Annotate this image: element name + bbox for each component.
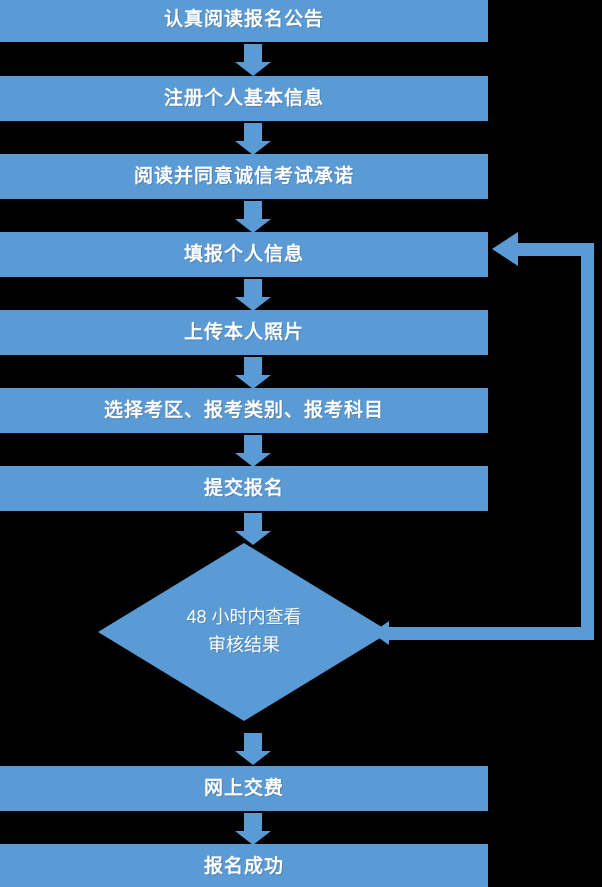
arrow-shaft	[244, 435, 262, 453]
arrow-head	[235, 141, 271, 155]
arrow-head	[235, 219, 271, 233]
flow-node-registration-success[interactable]: 报名成功	[0, 844, 488, 887]
feedback-loop-arrow-head-icon	[492, 232, 518, 266]
arrow-head	[235, 831, 271, 845]
arrow-shaft	[244, 123, 262, 141]
flow-node-read-announcement[interactable]: 认真阅读报名公告	[0, 0, 488, 42]
flow-node-label: 上传本人照片	[183, 321, 304, 343]
connector-arrow-down-2	[235, 123, 271, 155]
flow-node-label: 报名成功	[203, 855, 284, 877]
arrow-head	[235, 297, 271, 311]
connector-arrow-down-9	[235, 813, 271, 845]
arrow-head	[235, 375, 271, 389]
arrow-shaft	[244, 513, 262, 531]
flow-node-check-review-result-decision[interactable]: 48 小时内查看 审核结果	[98, 543, 390, 721]
arrow-head	[235, 531, 271, 545]
arrow-head	[235, 62, 271, 76]
flow-node-fill-personal-info[interactable]: 填报个人信息	[0, 232, 488, 277]
arrow-head	[235, 751, 271, 765]
arrow-shaft	[244, 201, 262, 219]
flow-node-accept-integrity-pledge[interactable]: 阅读并同意诚信考试承诺	[0, 154, 488, 199]
feedback-loop-diamond-joint-icon	[372, 621, 389, 645]
flow-node-label: 注册个人基本信息	[163, 87, 324, 109]
feedback-loop-bottom-segment	[389, 627, 594, 640]
arrow-shaft	[244, 733, 262, 751]
connector-arrow-down-8	[235, 733, 271, 765]
feedback-loop-right-rail	[581, 243, 594, 640]
flow-node-register-basic-info[interactable]: 注册个人基本信息	[0, 76, 488, 121]
feedback-loop-top-segment	[518, 243, 588, 256]
arrow-head	[235, 453, 271, 467]
connector-arrow-down-6	[235, 435, 271, 467]
arrow-shaft	[244, 44, 262, 62]
flow-node-label: 认真阅读报名公告	[163, 8, 324, 30]
arrow-shaft	[244, 357, 262, 375]
flow-node-select-exam-area-category-subject[interactable]: 选择考区、报考类别、报考科目	[0, 388, 488, 433]
flow-node-label: 48 小时内查看 审核结果	[186, 607, 302, 655]
connector-arrow-down-4	[235, 279, 271, 311]
flow-node-label: 阅读并同意诚信考试承诺	[133, 165, 354, 187]
connector-arrow-down-1	[235, 44, 271, 76]
arrow-shaft	[244, 279, 262, 297]
flow-node-label: 选择考区、报考类别、报考科目	[103, 399, 384, 421]
connector-arrow-down-7	[235, 513, 271, 545]
connector-arrow-down-3	[235, 201, 271, 233]
flow-node-online-payment[interactable]: 网上交费	[0, 766, 488, 811]
arrow-shaft	[244, 813, 262, 831]
flow-node-label: 填报个人信息	[183, 243, 304, 265]
flow-node-label: 网上交费	[203, 777, 284, 799]
flow-node-submit-registration[interactable]: 提交报名	[0, 466, 488, 511]
flow-node-label: 提交报名	[203, 477, 284, 499]
connector-arrow-down-5	[235, 357, 271, 389]
flow-node-upload-photo[interactable]: 上传本人照片	[0, 310, 488, 355]
